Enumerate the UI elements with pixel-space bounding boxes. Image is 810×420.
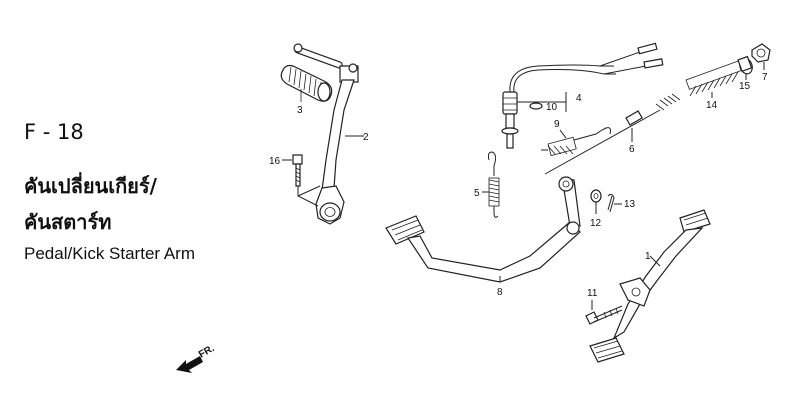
kick-starter-arm	[293, 43, 364, 225]
callout-3: 3	[297, 105, 303, 116]
adjusting-nut	[751, 43, 771, 70]
callout-12: 12	[590, 218, 602, 229]
callout-5: 5	[474, 188, 480, 199]
brake-spring	[685, 60, 743, 98]
figure-code: F - 18	[24, 120, 84, 144]
callout-8: 8	[497, 287, 503, 298]
callout-10: 10	[546, 102, 558, 113]
callout-15: 15	[739, 81, 751, 92]
callout-2: 2	[363, 132, 369, 143]
kick-rubber-grip	[280, 64, 333, 102]
english-title: Pedal/Kick Starter Arm	[24, 244, 196, 263]
thai-title-line-1: คันเปลี่ยนเกียร์/	[24, 174, 157, 198]
bolt-11	[585, 300, 623, 325]
cotter-pin	[607, 193, 622, 213]
callout-4: 4	[576, 93, 582, 104]
brake-switch-assembly	[501, 42, 664, 149]
washer-10	[529, 102, 543, 110]
brake-pedal	[385, 176, 581, 283]
switch-spring	[541, 127, 611, 157]
callout-16: 16	[269, 156, 281, 167]
callout-9: 9	[554, 119, 560, 130]
front-direction-label: FR.	[197, 343, 217, 361]
callout-14: 14	[706, 100, 718, 111]
callout-7: 7	[762, 72, 768, 83]
washer-12	[590, 189, 602, 214]
return-spring	[482, 151, 500, 218]
bolt-16	[282, 154, 321, 207]
thai-title-line-2: คันสตาร์ท	[24, 210, 112, 234]
callout-1: 1	[645, 251, 651, 262]
joint-pin	[737, 55, 753, 80]
callout-6: 6	[629, 144, 635, 155]
callout-13: 13	[624, 199, 636, 210]
callout-11: 11	[587, 288, 598, 299]
gear-shift-pedal	[589, 209, 711, 363]
brake-rod	[544, 93, 681, 175]
front-direction-arrow: FR.	[176, 343, 217, 373]
